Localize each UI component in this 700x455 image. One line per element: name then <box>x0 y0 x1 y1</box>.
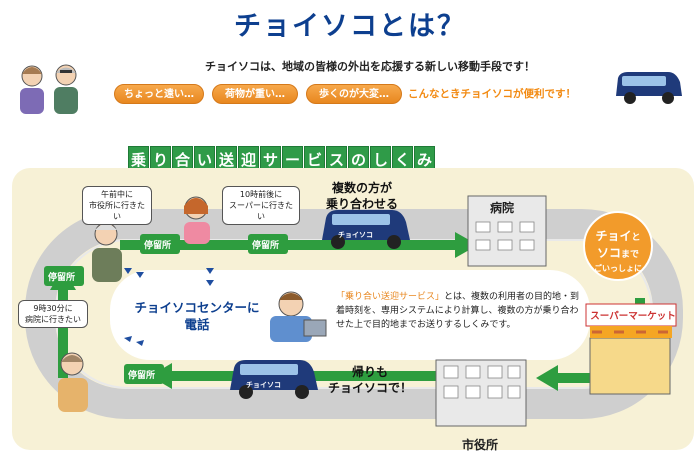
stop-marker-top-mid <box>248 234 288 254</box>
return-label: 帰りもチョイソコで！ <box>327 365 412 395</box>
service-description: 「乗り合い送迎サービス」とは、複数の利用者の目的地・到着時刻を、専用システムによ… <box>336 290 586 332</box>
banner-char: 迎 <box>238 146 259 172</box>
intro-text: チョイソコは、地域の皆様の外出を応援する新しい移動手段です！ <box>205 60 535 73</box>
description-quoted: 「乗り合い送迎サービス」 <box>336 292 445 302</box>
need-pill-heavy: 荷物が重い… <box>212 84 298 104</box>
bubble-nine-hospital: 9時30分に病院に行きたい <box>18 300 88 328</box>
banner-char: し <box>370 146 391 172</box>
badge-text: チョイと ソコまで ごいっしょに <box>594 229 642 274</box>
hospital-label: 病院 <box>490 201 515 215</box>
choisoko-badge <box>583 211 653 281</box>
supermarket-building <box>585 303 677 395</box>
woman-phone-illustration <box>184 196 210 244</box>
van-illustration-top <box>616 72 682 104</box>
section-banner: 乗り合い送迎サービスのしくみ <box>128 146 435 172</box>
stop-label-top-left: 停留所 <box>144 241 172 251</box>
route-diagram <box>12 168 694 450</box>
stop-label-top-mid: 停留所 <box>252 241 280 251</box>
stop-marker-bottom <box>124 364 164 384</box>
hospital-building <box>467 195 547 267</box>
banner-char: 送 <box>216 146 237 172</box>
van-logo-bottom: チョイソコ <box>246 381 281 389</box>
banner-char: 合 <box>172 146 193 172</box>
need-pill-walking: 歩くのが大変… <box>306 84 402 104</box>
stop-label-bottom: 停留所 <box>128 371 156 381</box>
bubble-morning-city-hall: 午前中に市役所に行きたい <box>82 186 152 225</box>
elderly-couple-illustration <box>20 64 78 114</box>
stop-marker-left <box>44 266 84 286</box>
shared-ride-label: 複数の方が乗り合わせる <box>325 181 398 211</box>
banner-char: み <box>414 146 435 172</box>
city-hall-building <box>435 359 527 427</box>
supermarket-label: スーパーマーケット <box>590 311 676 322</box>
need-pill-far: ちょっと遠い… <box>114 84 204 104</box>
banner-char: り <box>150 146 171 172</box>
van-illustration-route <box>322 210 410 249</box>
stop-label-left: 停留所 <box>48 273 76 283</box>
bubble-ten-supermarket: 10時前後にスーパーに行きたい <box>222 186 300 225</box>
stop-marker-top-left <box>140 234 180 254</box>
elderly-woman-phone-illustration <box>58 352 88 412</box>
city-hall-label: 市役所 <box>462 438 499 452</box>
banner-char: い <box>194 146 215 172</box>
man-phone-illustration <box>92 222 122 282</box>
banner-char: の <box>348 146 369 172</box>
banner-char: く <box>392 146 413 172</box>
page-title: チョイソコとは？ <box>234 11 466 42</box>
call-center-label: チョイソコセンターに電話 <box>134 300 260 332</box>
convenient-tagline: こんなときチョイソコが便利です！ <box>408 88 576 100</box>
van-logo-top: チョイソコ <box>338 231 373 239</box>
description-body: とは、複数の利用者の目的地・到着時刻を、専用システムにより計算し、複数の方が乗り… <box>336 292 580 330</box>
